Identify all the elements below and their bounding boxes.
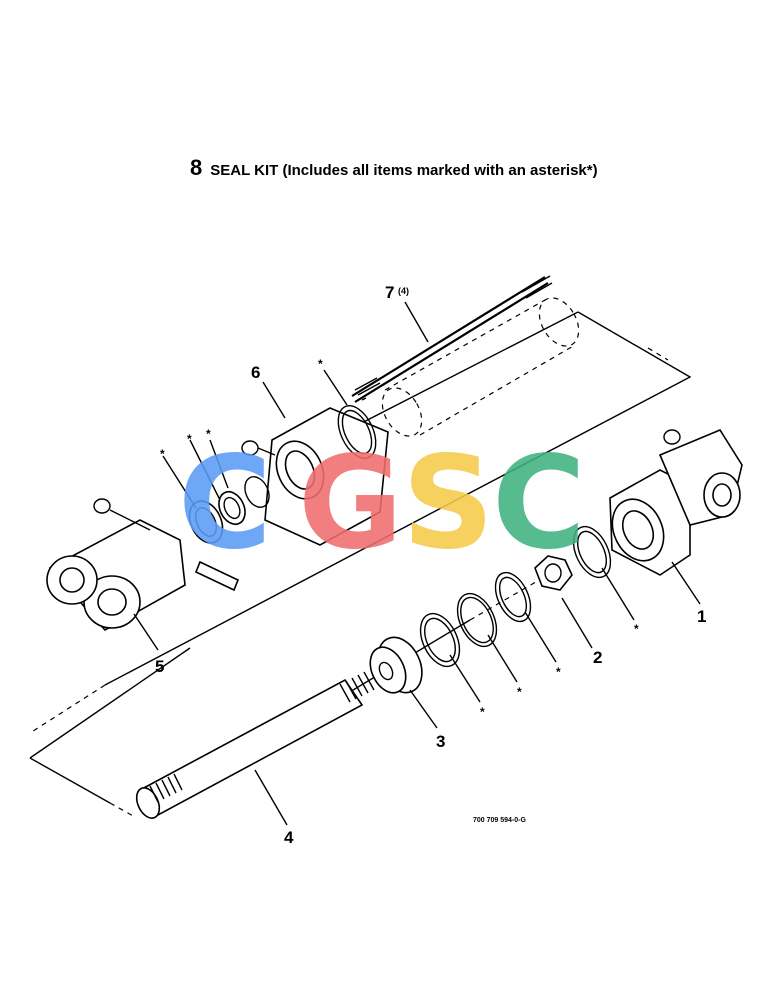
watermark-logo: C G S C [178,429,586,578]
piston [369,636,423,694]
callout-3: 3 [436,732,445,751]
seal-kit-description: SEAL KIT (Includes all items marked with… [210,162,598,179]
callout-7: 7 [385,283,394,302]
callout-2: 2 [593,648,602,667]
seal-marker: * [480,705,485,719]
callout-6: 6 [251,363,260,382]
rod-end-cap [241,407,389,546]
leader-lines [133,301,701,826]
tie-rod [351,275,553,403]
piston-rod [135,671,375,819]
watermark-letter-c2: C [492,429,586,578]
watermark-letter-s: S [402,429,494,578]
cap-o-ring [337,405,377,459]
seal-kit-item-number: 8 [190,155,203,180]
watermark-letter-g: G [298,429,403,578]
seal-marker: * [634,622,639,636]
piston-nut [534,555,573,591]
callout-1: 1 [697,607,706,626]
callout-4: 4 [284,828,294,847]
callout-5: 5 [155,657,164,676]
figure-number: 700 709 594-0-G [473,817,526,824]
rod-clevis [46,498,240,632]
seal-kit-title: 8 SEAL KIT (Includes all items marked wit… [190,155,598,181]
seal-marker: * [517,685,522,699]
rod-seals [188,476,270,544]
seal-marker: * [187,432,192,446]
watermark-letter-c: C [178,429,272,578]
callouts: 7 (4) 6 1 2 3 4 5 [155,283,706,847]
seal-marker: * [206,427,211,441]
callout-7-quantity: (4) [398,286,409,296]
head-o-ring [572,525,612,579]
seal-marker: * [160,447,165,461]
seal-marker: * [318,357,323,371]
seal-marker: * [556,665,561,679]
head-end-cap [609,429,743,576]
cylinder-barrel [381,297,580,437]
piston-seals [419,571,532,668]
seal-markers: * * * * * * * * [160,357,639,719]
